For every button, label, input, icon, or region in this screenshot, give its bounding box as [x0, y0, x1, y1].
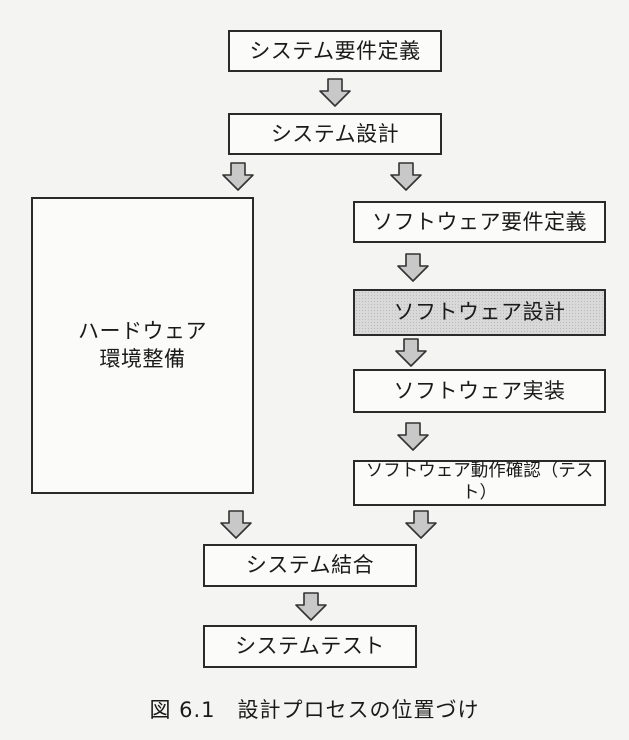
- box-label: システム要件定義: [249, 38, 421, 63]
- box-label-line2: 環境整備: [99, 346, 186, 371]
- box-label: ソフトウェア設計: [393, 300, 566, 325]
- down-arrow-icon: [396, 253, 430, 283]
- figure-caption: 図 6.1 設計プロセスの位置づけ: [149, 698, 480, 722]
- box-label: ソフトウェア実装: [393, 378, 566, 403]
- box-system-integration: システム結合: [203, 544, 417, 587]
- box-label: システム結合: [245, 553, 375, 578]
- down-arrow-icon: [219, 510, 253, 540]
- box-system-requirements: システム要件定義: [228, 30, 442, 72]
- box-label: ソフトウェア動作確認（テスト）: [365, 461, 594, 503]
- box-label-group: ハードウェア 環境整備: [78, 318, 207, 373]
- down-arrow-icon: [318, 78, 352, 108]
- box-software-implementation: ソフトウェア実装: [353, 369, 606, 413]
- down-arrow-icon: [396, 422, 430, 452]
- box-hardware-environment: ハードウェア 環境整備: [31, 197, 254, 494]
- box-system-design: システム設計: [228, 113, 442, 155]
- down-arrow-icon: [394, 338, 428, 368]
- down-arrow-icon: [404, 510, 438, 540]
- down-arrow-icon: [221, 162, 255, 192]
- box-software-requirements: ソフトウェア要件定義: [353, 201, 606, 243]
- down-arrow-icon: [389, 162, 423, 192]
- box-software-test: ソフトウェア動作確認（テスト）: [353, 460, 606, 506]
- box-system-test: システムテスト: [203, 625, 417, 668]
- box-label: システム設計: [270, 121, 400, 146]
- down-arrow-icon: [294, 592, 328, 622]
- box-label: ソフトウェア要件定義: [372, 209, 587, 234]
- box-software-design: ソフトウェア設計: [353, 289, 606, 336]
- box-label: システムテスト: [235, 634, 385, 659]
- box-label-line1: ハードウェア: [78, 319, 207, 344]
